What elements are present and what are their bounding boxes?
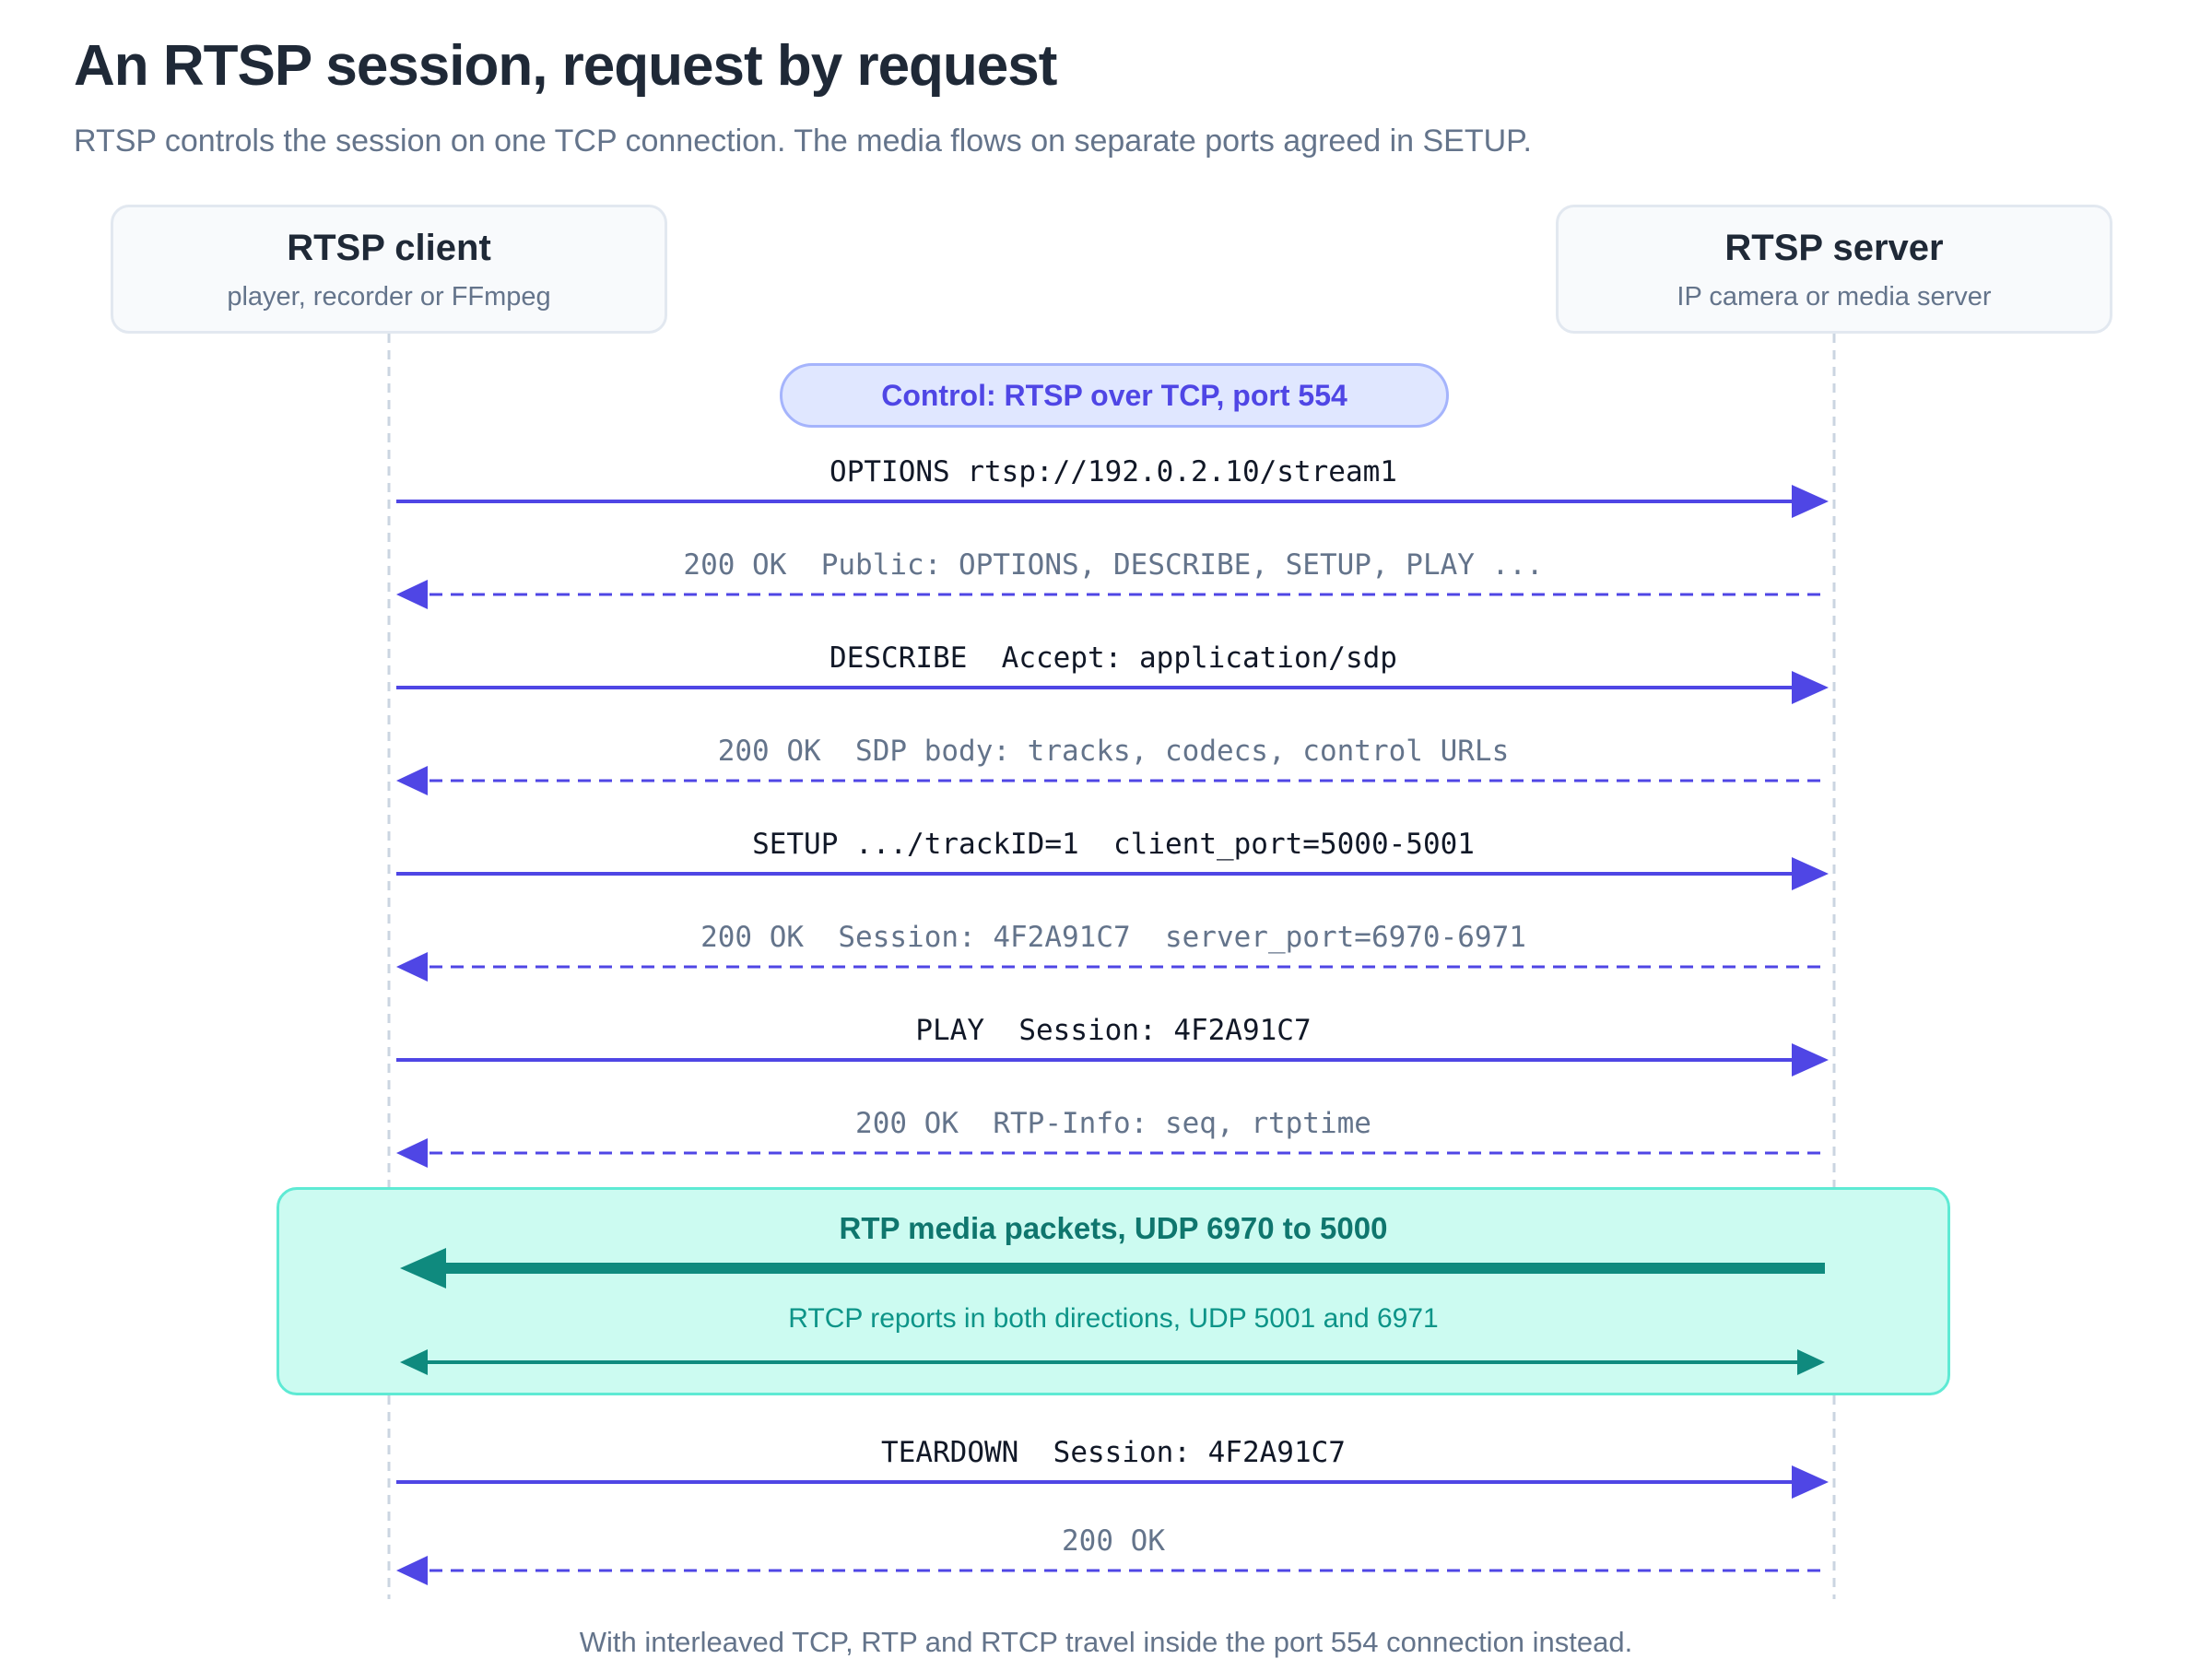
request-label: OPTIONS rtsp://192.0.2.10/stream1 (830, 455, 1397, 488)
request-label: PLAY Session: 4F2A91C7 (915, 1014, 1312, 1047)
client-actor-box: RTSP client player, recorder or FFmpeg (111, 205, 667, 334)
arrowhead-right-icon (1792, 1043, 1829, 1077)
client-role: player, recorder or FFmpeg (227, 282, 551, 312)
rtp-arrow (400, 1248, 1825, 1288)
arrowhead-right-icon (1797, 1349, 1825, 1375)
response-label: 200 OK Public: OPTIONS, DESCRIBE, SETUP,… (683, 548, 1544, 582)
arrowhead-right-icon (1792, 671, 1829, 704)
request-label: SETUP .../trackID=1 client_port=5000-500… (752, 828, 1475, 861)
control-channel-label: Control: RTSP over TCP, port 554 (780, 363, 1449, 428)
response-label: 200 OK (1062, 1524, 1165, 1558)
server-role: IP camera or media server (1677, 282, 1992, 312)
arrowhead-left-icon (396, 952, 428, 982)
request-arrow (396, 857, 1829, 890)
response-label: 200 OK Session: 4F2A91C7 server_port=697… (700, 921, 1526, 954)
footnote: With interleaved TCP, RTP and RTCP trave… (579, 1626, 1633, 1658)
request-arrow (396, 485, 1829, 518)
rtcp-label: RTCP reports in both directions, UDP 500… (788, 1303, 1439, 1334)
response-label: 200 OK RTP-Info: seq, rtptime (855, 1107, 1371, 1140)
request-arrow (396, 671, 1829, 704)
arrowhead-right-icon (1792, 485, 1829, 518)
rtcp-arrow (400, 1349, 1825, 1375)
response-arrow (396, 1556, 1829, 1585)
rtp-label: RTP media packets, UDP 6970 to 5000 (839, 1211, 1388, 1245)
request-arrow (396, 1043, 1829, 1077)
server-actor-box: RTSP server IP camera or media server (1556, 205, 2112, 334)
lifelines (387, 334, 1836, 1599)
arrowhead-right-icon (1792, 1465, 1829, 1499)
arrowhead-left-icon (396, 580, 428, 609)
request-label: TEARDOWN Session: 4F2A91C7 (881, 1436, 1346, 1469)
arrowhead-left-icon (400, 1349, 428, 1375)
arrowhead-left-icon (396, 1556, 428, 1585)
response-arrow (396, 580, 1829, 609)
page-title: An RTSP session, request by request (74, 34, 1057, 98)
arrowhead-left-icon (396, 766, 428, 795)
page-subtitle: RTSP controls the session on one TCP con… (74, 124, 1532, 159)
response-arrow (396, 952, 1829, 982)
server-name: RTSP server (1724, 228, 1944, 268)
request-arrow (396, 1465, 1829, 1499)
response-arrow (396, 766, 1829, 795)
response-label: 200 OK SDP body: tracks, codecs, control… (717, 735, 1510, 768)
client-name: RTSP client (287, 228, 491, 268)
response-arrow (396, 1138, 1829, 1168)
arrowhead-right-icon (1792, 857, 1829, 890)
arrowhead-left-icon (400, 1248, 446, 1288)
arrowhead-left-icon (396, 1138, 428, 1168)
request-label: DESCRIBE Accept: application/sdp (830, 641, 1397, 675)
